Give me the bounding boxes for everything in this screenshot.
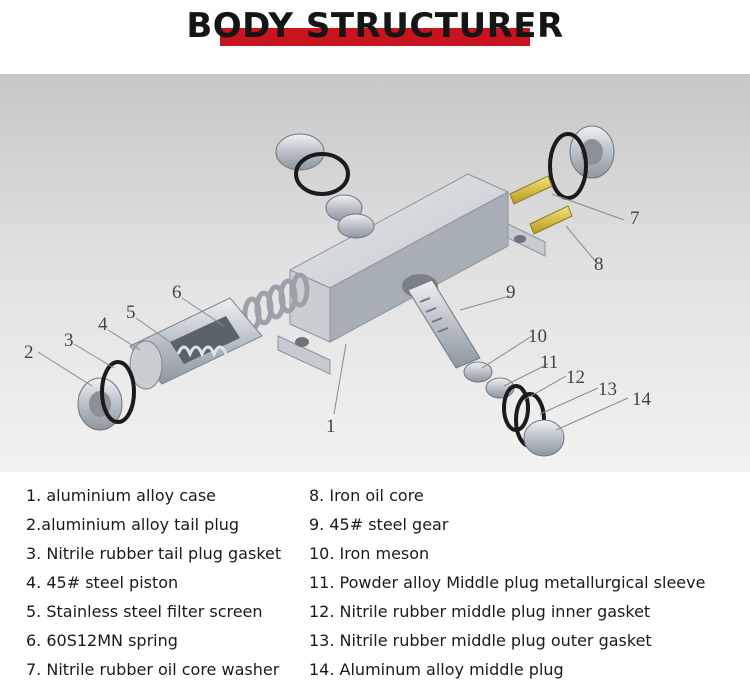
tail-plug-gasket: [100, 360, 136, 424]
legend-column-left: 1. aluminium alloy case 2.aluminium allo…: [26, 481, 281, 684]
legend-item: 6. 60S12MN spring: [26, 631, 178, 650]
top-left-plug-set: [275, 133, 375, 239]
legend-item: 9. 45# steel gear: [309, 515, 449, 534]
callout-14: 14: [632, 389, 652, 410]
parts-legend: 1. aluminium alloy case 2.aluminium allo…: [0, 478, 750, 689]
exploded-view-svg: 1 2 3 4 5 6 7 8 9 10 11 12 13 14: [0, 74, 750, 472]
legend-item: 13. Nitrile rubber middle plug outer gas…: [309, 631, 652, 650]
callout-4: 4: [98, 314, 108, 335]
callout-12: 12: [566, 367, 585, 388]
steel-gear: [407, 279, 481, 369]
leader-lines: [37, 193, 629, 431]
legend-item: 7. Nitrile rubber oil core washer: [26, 660, 280, 679]
legend-item: 11. Powder alloy Middle plug metallurgic…: [309, 573, 706, 592]
legend-item: 10. Iron meson: [309, 544, 430, 563]
middle-plug-set: [463, 361, 565, 457]
legend-item: 5. Stainless steel filter screen: [26, 602, 263, 621]
callout-7: 7: [630, 208, 640, 229]
callout-2: 2: [24, 342, 34, 363]
legend-item: 12. Nitrile rubber middle plug inner gas…: [309, 602, 651, 621]
legend-item: 14. Aluminum alloy middle plug: [309, 660, 564, 679]
legend-item: 8. Iron oil core: [309, 486, 424, 505]
callout-6: 6: [172, 282, 182, 303]
legend-column-right: 8. Iron oil core 9. 45# steel gear 10. I…: [309, 481, 705, 684]
legend-item: 2.aluminium alloy tail plug: [26, 515, 240, 534]
callout-3: 3: [64, 330, 74, 351]
legend-item: 3. Nitrile rubber tail plug gasket: [26, 544, 282, 563]
callout-5: 5: [126, 302, 136, 323]
title-accent-bar: [220, 28, 530, 46]
legend-item: 1. aluminium alloy case: [26, 486, 216, 505]
top-right-plug-set: [509, 125, 615, 235]
legend-item: 4. 45# steel piston: [26, 573, 179, 592]
header: BODY STRUCTURER: [0, 0, 750, 56]
callout-11: 11: [540, 352, 558, 373]
callout-10: 10: [528, 326, 547, 347]
aluminium-case: [277, 173, 546, 375]
page-title: BODY STRUCTURER: [186, 6, 564, 46]
piston-and-filter: [129, 297, 263, 390]
callout-13: 13: [598, 379, 617, 400]
callout-1: 1: [326, 416, 336, 437]
exploded-view-diagram: 1 2 3 4 5 6 7 8 9 10 11 12 13 14: [0, 74, 750, 472]
callout-9: 9: [506, 282, 516, 303]
callout-8: 8: [594, 254, 604, 275]
